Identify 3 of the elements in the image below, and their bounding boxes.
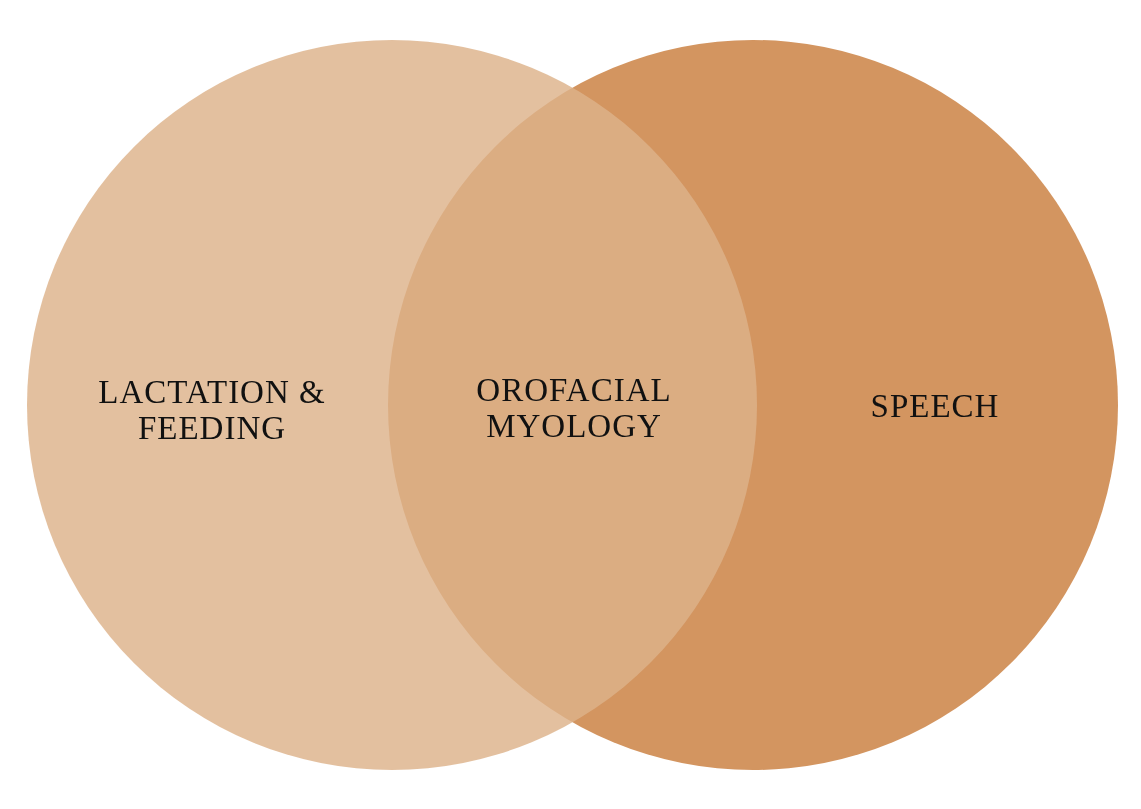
overlap-label: OROFACIAL MYOLOGY — [475, 372, 673, 444]
circle-label: SPEECH — [869, 388, 1001, 424]
circle-label: LACTATION & FEEDING — [97, 374, 327, 446]
